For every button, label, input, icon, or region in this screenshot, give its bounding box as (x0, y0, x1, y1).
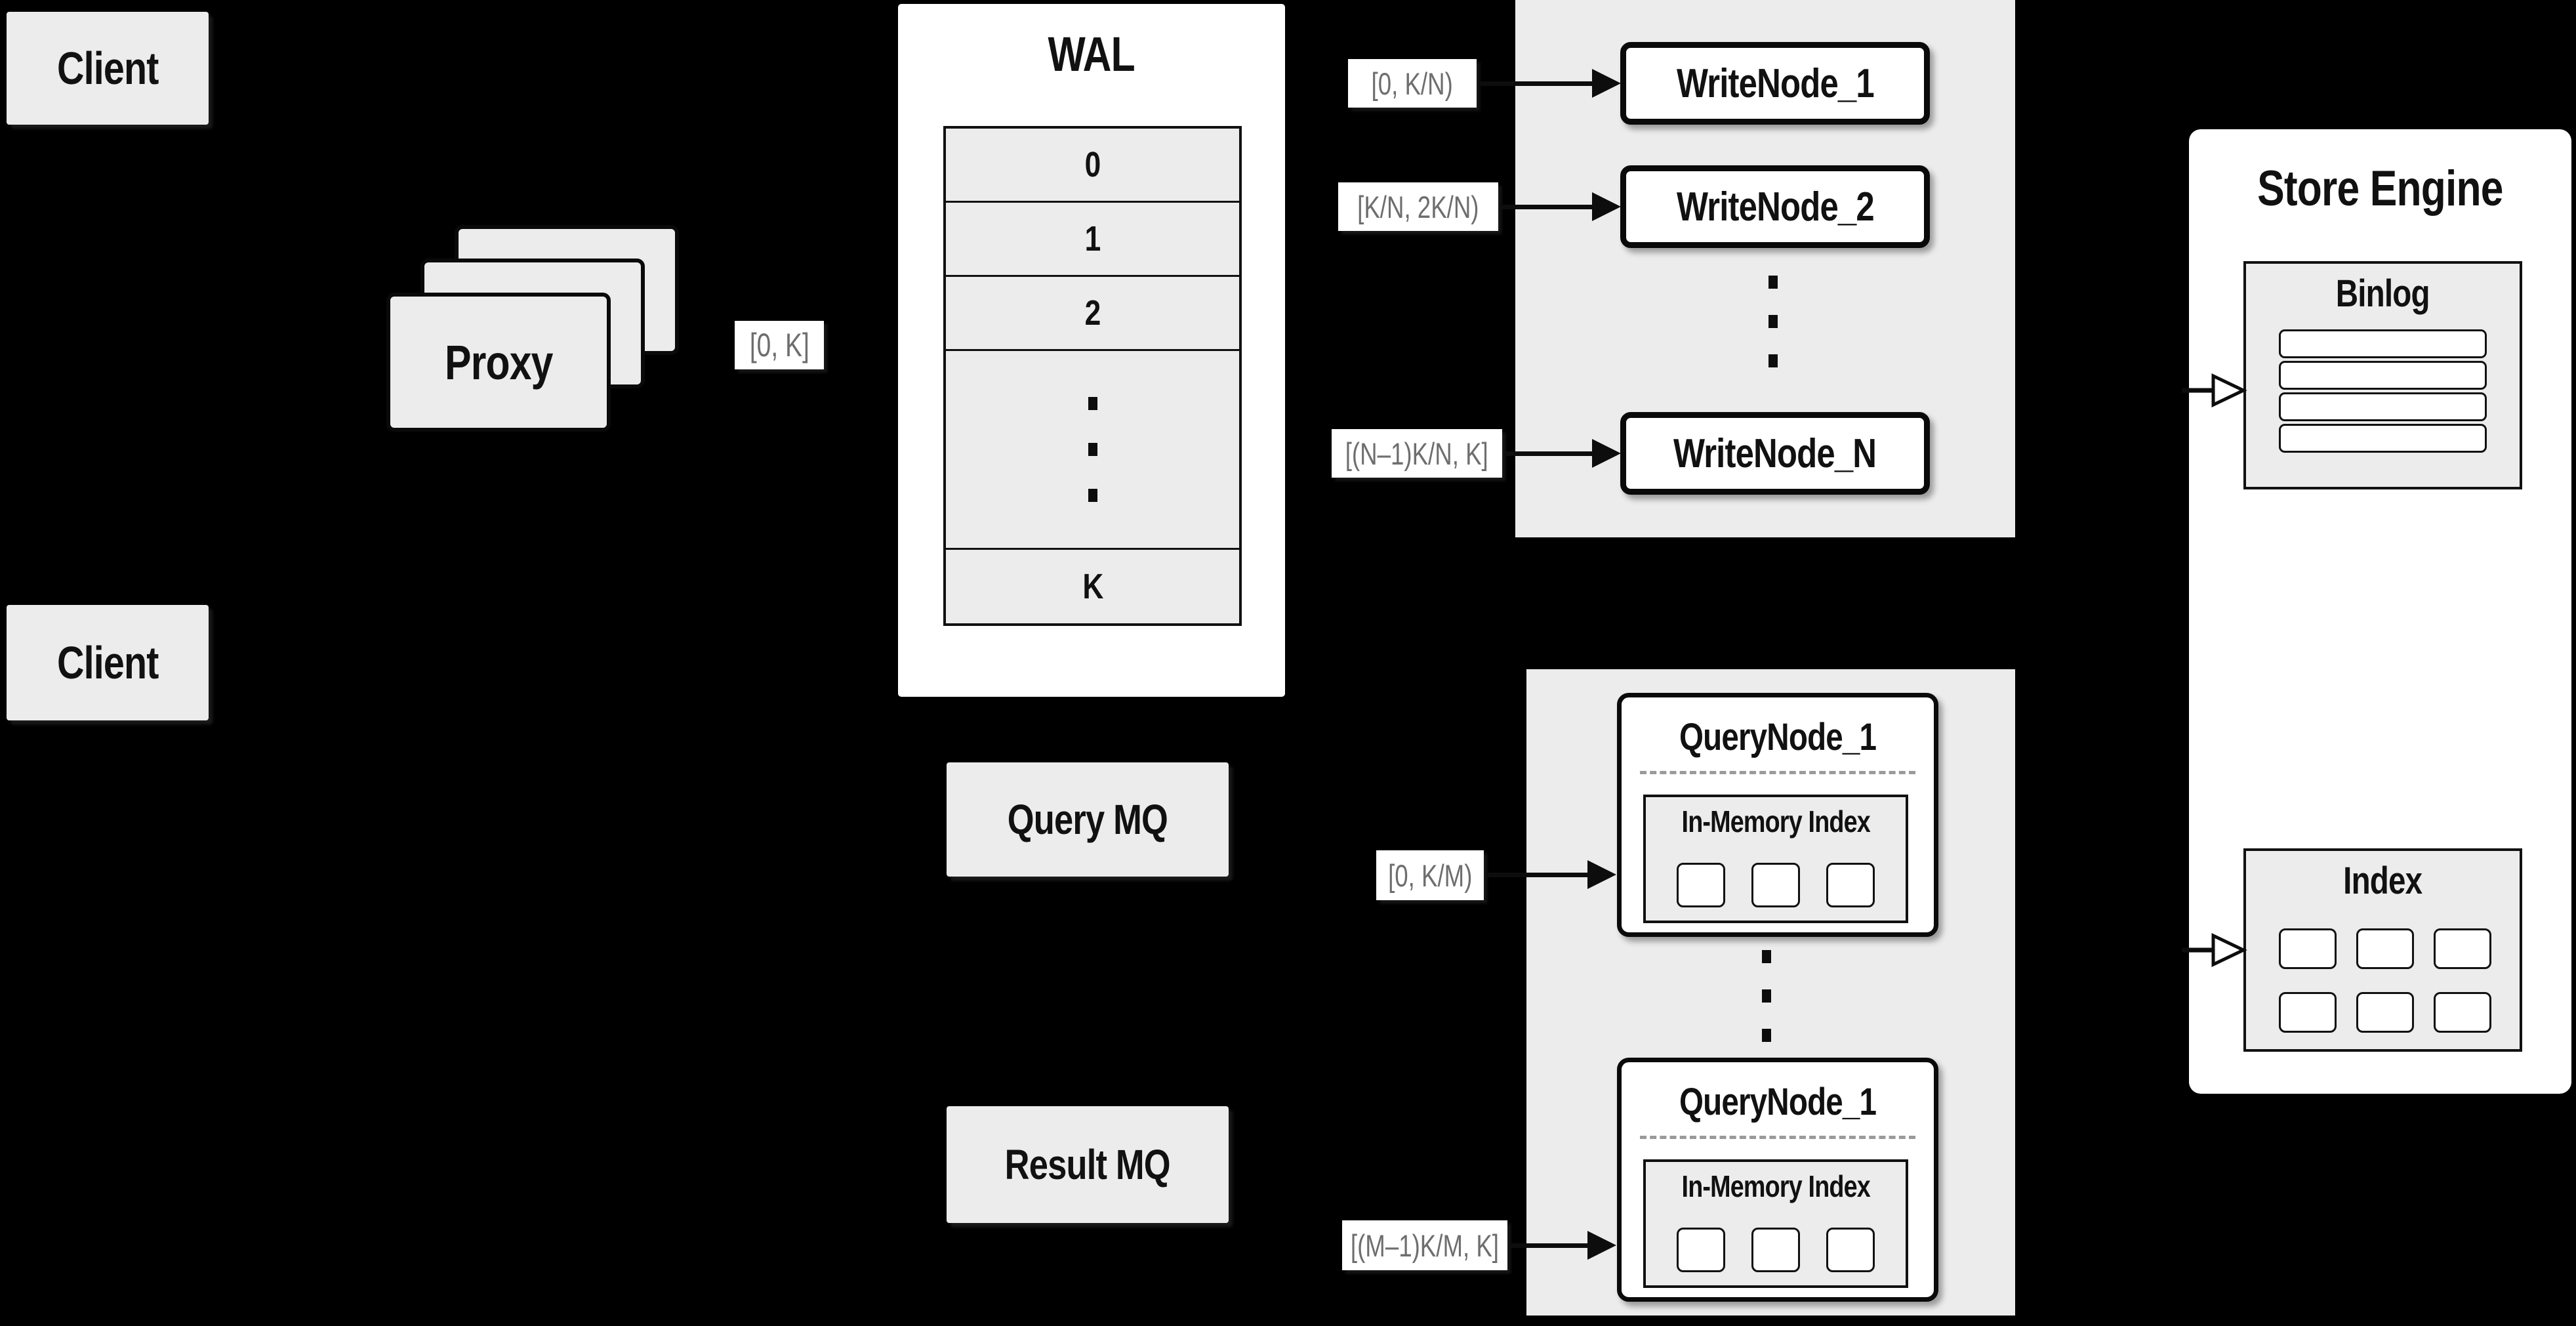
ellipsis-dots (1768, 276, 1778, 367)
wal-segment-row: K (946, 550, 1239, 623)
write-node-1: WriteNode_1 (1620, 42, 1930, 125)
inmem-index-box: In-Memory Index (1643, 795, 1908, 923)
arrow-querynode-2-head-icon (1587, 1231, 1616, 1260)
range-tag-writenode-1: [0, K/N) (1348, 59, 1477, 108)
wal-segment-0: 0 (1084, 145, 1101, 184)
write-node-1-label: WriteNode_1 (1676, 60, 1875, 106)
range-tag-proxy-wal-text: [0, K] (749, 327, 809, 363)
inmem-chip (1826, 863, 1875, 907)
wal-title: WAL (898, 26, 1285, 81)
inmem-chip (1751, 863, 1800, 907)
arrow-writenode-1-head-icon (1592, 69, 1621, 98)
client-bottom-box: Client (7, 605, 209, 720)
ellipsis-dots (1088, 397, 1097, 502)
result-mq-label: Result MQ (1004, 1141, 1171, 1188)
inmem-chip (1826, 1228, 1875, 1272)
divider-dashed (1640, 771, 1915, 774)
wal-segment-1: 1 (1084, 219, 1101, 259)
range-tag-writenode-n: [(N–1)K/N, K] (1332, 429, 1502, 478)
inmem-chip (1677, 863, 1725, 907)
write-node-2: WriteNode_2 (1620, 165, 1930, 248)
index-chip (2434, 992, 2491, 1033)
range-tag-querynode-2: [(M–1)K/M, K] (1342, 1220, 1507, 1270)
range-tag-writenode-2-text: [K/N, 2K/N) (1357, 189, 1479, 224)
query-mq-label: Query MQ (1007, 796, 1168, 843)
wal-segment-row: 1 (946, 203, 1239, 277)
store-engine-title-text: Store Engine (2257, 160, 2503, 217)
query-node-1-title: QueryNode_1 (1622, 716, 1934, 758)
divider-dashed (1640, 1136, 1915, 1139)
range-tag-querynode-2-text: [(M–1)K/M, K] (1350, 1228, 1500, 1263)
store-engine-title: Store Engine (2189, 160, 2571, 217)
index-chip (2356, 928, 2414, 969)
index-box: Index (2243, 848, 2522, 1052)
client-top-label: Client (56, 43, 159, 94)
binlog-box: Binlog (2243, 261, 2522, 489)
binlog-slot (2279, 392, 2487, 421)
query-node-1-title-text: QueryNode_1 (1679, 715, 1877, 758)
ellipsis-dots (1762, 950, 1771, 1042)
wal-segment-2: 2 (1084, 293, 1101, 333)
inmem-chip (1751, 1228, 1800, 1272)
range-tag-querynode-1: [0, K/M) (1376, 850, 1484, 900)
index-chip (2356, 992, 2414, 1033)
index-chip (2279, 928, 2337, 969)
query-node-1: QueryNode_1 In-Memory Index (1617, 693, 1938, 937)
index-chip (2434, 928, 2491, 969)
wal-segment-row: 2 (946, 277, 1239, 351)
inmem-index-title-text: In-Memory Index (1681, 804, 1870, 839)
inmem-index-title: In-Memory Index (1646, 804, 1906, 839)
range-tag-querynode-1-text: [0, K/M) (1387, 858, 1473, 893)
inmem-index-title: In-Memory Index (1646, 1169, 1906, 1204)
write-node-n: WriteNode_N (1620, 412, 1930, 495)
binlog-slot (2279, 424, 2487, 453)
index-chip (2279, 992, 2337, 1033)
binlog-title-text: Binlog (2335, 272, 2430, 315)
binlog-slot (2279, 329, 2487, 358)
inmem-chip (1677, 1228, 1725, 1272)
query-mq-box: Query MQ (947, 762, 1229, 877)
index-title-text: Index (2343, 860, 2423, 902)
arrow-writenode-1-line (1479, 81, 1592, 86)
index-title: Index (2246, 859, 2520, 903)
arrow-querynode-1-line (1486, 873, 1587, 877)
arrow-writenode-2-head-icon (1592, 192, 1621, 221)
binlog-slot (2279, 361, 2487, 390)
query-node-2: QueryNode_1 In-Memory Index (1617, 1058, 1938, 1302)
client-top-box: Client (7, 12, 209, 125)
wal-panel: WAL 0 1 2 K (898, 4, 1285, 697)
wal-segment-k: K (1082, 567, 1103, 606)
open-arrow-binlog-icon (2182, 373, 2247, 407)
wal-segment-row: 0 (946, 129, 1239, 203)
proxy-label: Proxy (444, 335, 553, 390)
store-engine-panel: Store Engine Binlog Index (2189, 129, 2571, 1094)
write-node-2-label: WriteNode_2 (1676, 184, 1875, 230)
wal-segment-row-ellipsis (946, 351, 1239, 550)
arrow-writenode-n-line (1505, 451, 1592, 456)
arrow-querynode-1-head-icon (1587, 860, 1616, 889)
binlog-title: Binlog (2246, 272, 2520, 316)
range-tag-writenode-1-text: [0, K/N) (1371, 66, 1454, 101)
write-node-n-label: WriteNode_N (1673, 430, 1877, 476)
arrow-querynode-2-line (1510, 1243, 1587, 1248)
client-bottom-label: Client (56, 637, 159, 688)
result-mq-box: Result MQ (947, 1106, 1229, 1223)
range-tag-proxy-wal: [0, K] (735, 321, 824, 369)
open-arrow-index-icon (2182, 933, 2247, 967)
query-node-2-title-text: QueryNode_1 (1679, 1080, 1877, 1123)
arrow-writenode-2-line (1501, 205, 1592, 209)
range-tag-writenode-n-text: [(N–1)K/N, K] (1345, 436, 1488, 471)
query-node-2-title: QueryNode_1 (1622, 1081, 1934, 1123)
proxy-card-front: Proxy (386, 293, 611, 432)
wal-table: 0 1 2 K (943, 126, 1242, 626)
inmem-index-box: In-Memory Index (1643, 1159, 1908, 1288)
wal-title-text: WAL (1048, 26, 1135, 81)
inmem-index-title-text: In-Memory Index (1681, 1169, 1870, 1203)
range-tag-writenode-2: [K/N, 2K/N) (1338, 182, 1498, 231)
arrow-writenode-n-head-icon (1592, 439, 1621, 468)
